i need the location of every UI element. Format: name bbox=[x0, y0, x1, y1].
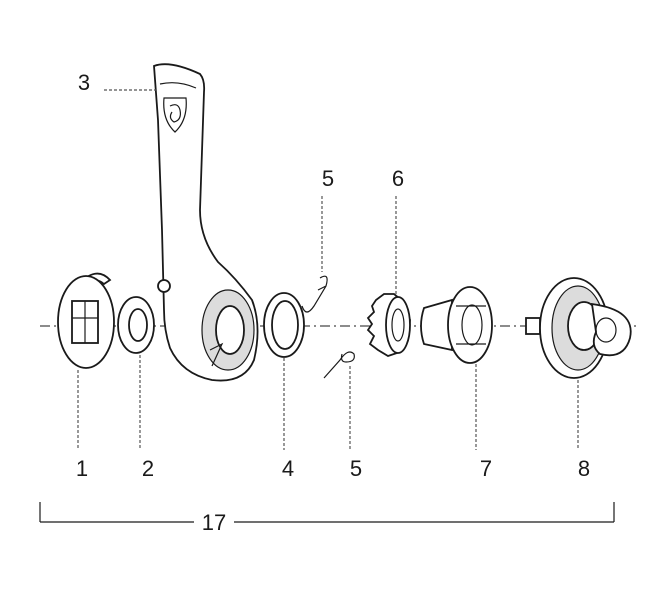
callout-1: 1 bbox=[76, 456, 88, 481]
part-5-top-spring bbox=[301, 275, 328, 313]
callout-6: 6 bbox=[392, 166, 404, 191]
callout-8: 8 bbox=[578, 456, 590, 481]
part-6-ratchet-ring bbox=[366, 293, 411, 357]
part-1-clip-plate bbox=[57, 272, 115, 369]
part-3-shift-lever bbox=[153, 63, 259, 382]
callout-4: 4 bbox=[282, 456, 294, 481]
callout-2: 2 bbox=[142, 456, 154, 481]
shield-logo-icon bbox=[163, 97, 187, 133]
part-2-washer bbox=[117, 296, 155, 354]
part-5-bottom-spring bbox=[323, 351, 355, 379]
part-7-bushing bbox=[420, 286, 493, 364]
part-8-d-ring-knob bbox=[525, 277, 632, 379]
callout-5-bottom: 5 bbox=[350, 456, 362, 481]
part-4-o-ring bbox=[263, 292, 305, 358]
callout-5-top: 5 bbox=[322, 166, 334, 191]
callout-17: 17 bbox=[202, 510, 226, 535]
assembly-bracket-17: 17 bbox=[39, 502, 615, 535]
callout-3: 3 bbox=[78, 70, 90, 95]
callout-7: 7 bbox=[480, 456, 492, 481]
